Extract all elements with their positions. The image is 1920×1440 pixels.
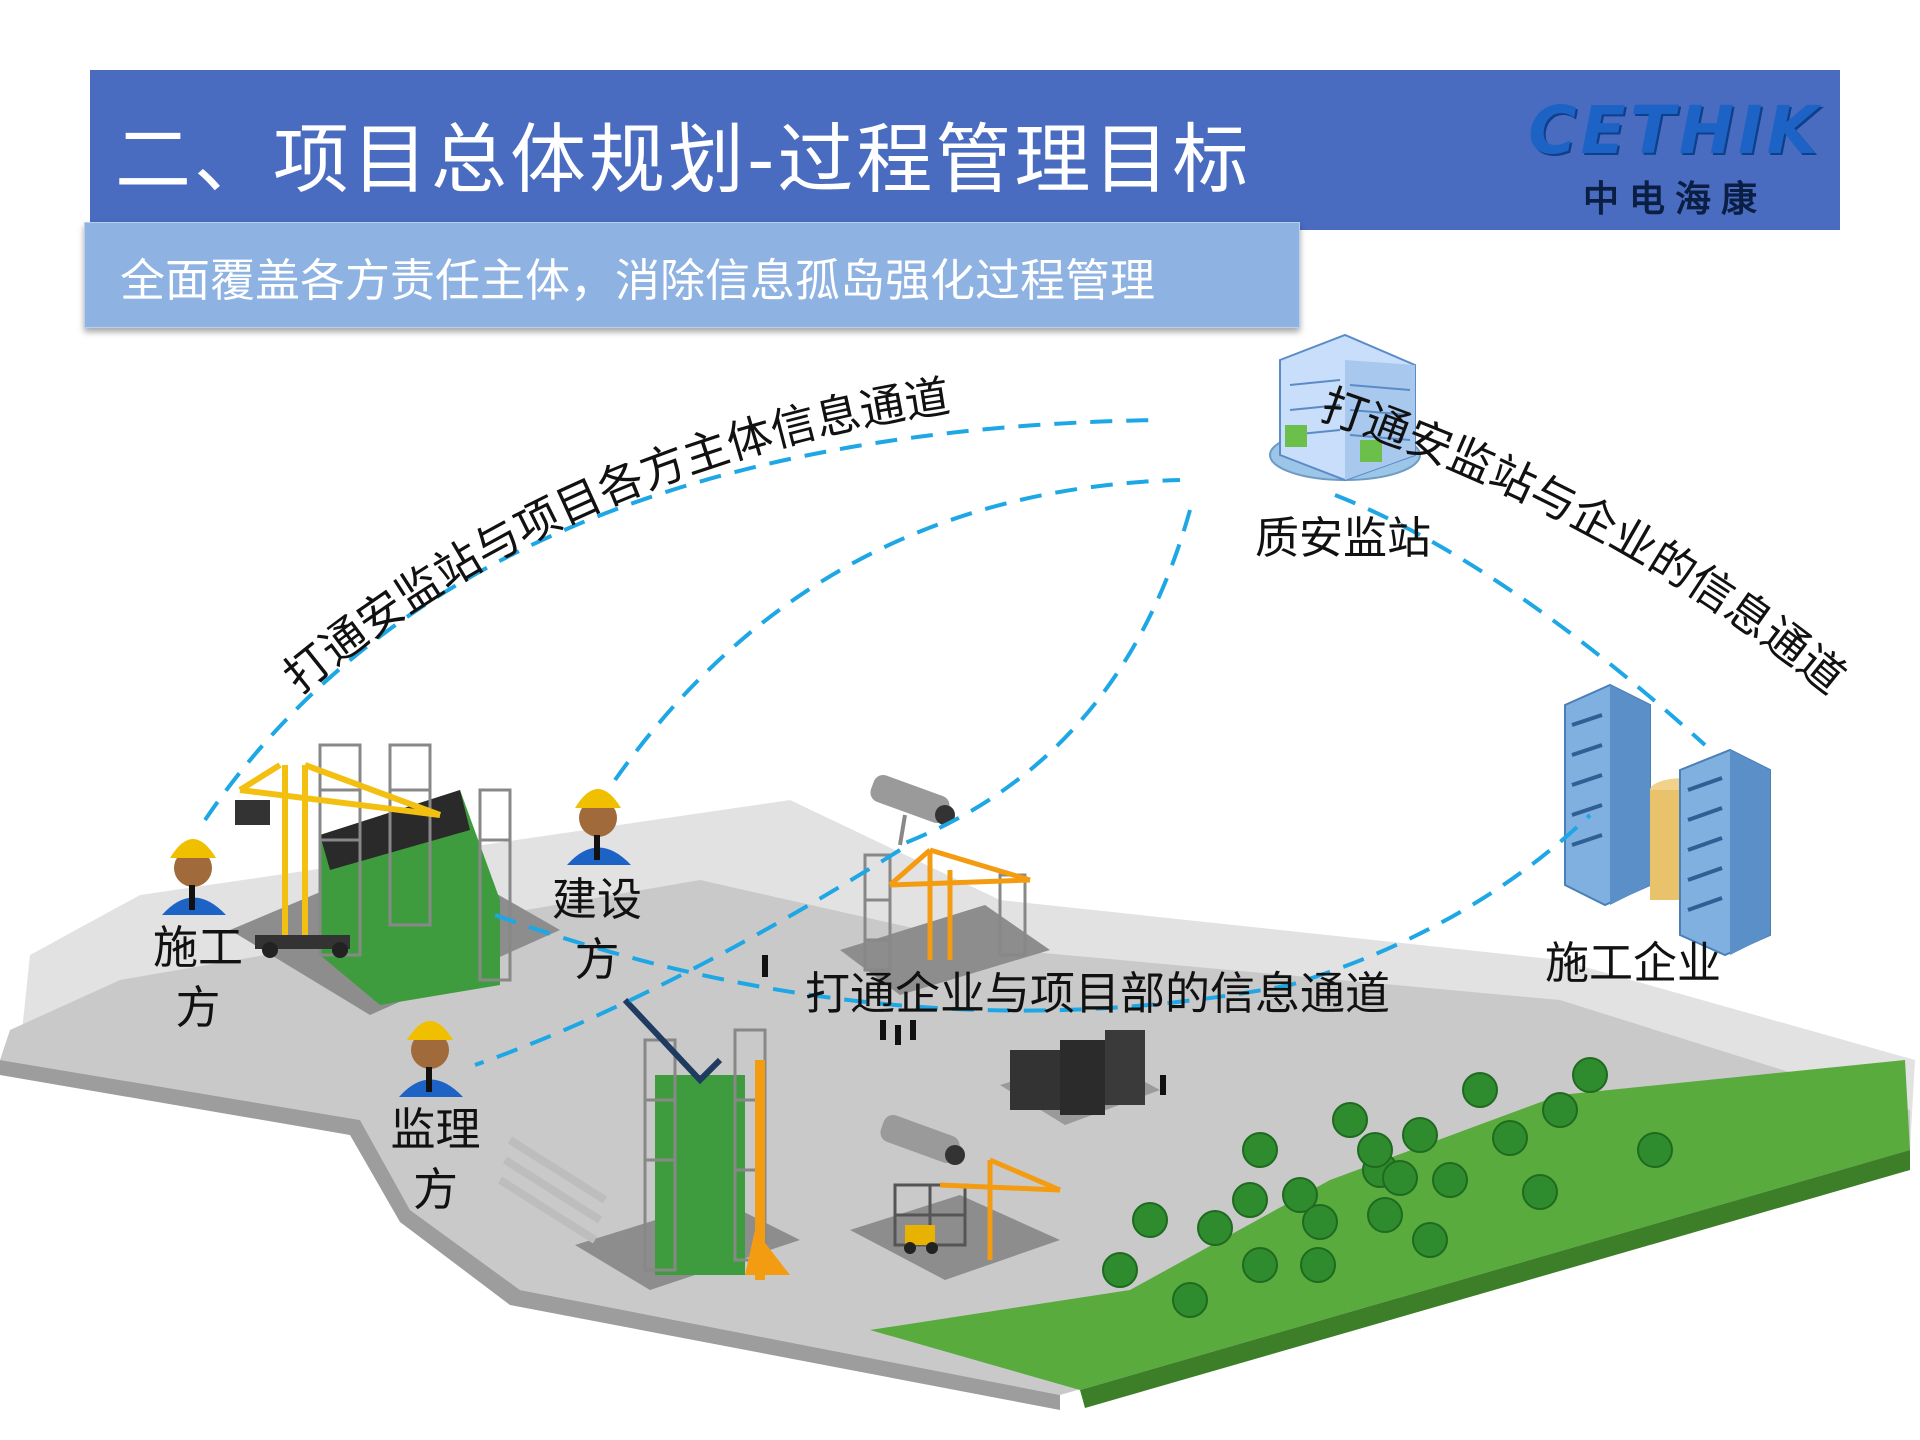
label-builder: 施工方 (153, 921, 244, 1034)
person-icon-builder (162, 839, 226, 915)
construction-site-dark (1000, 1030, 1160, 1125)
channel-label-enterprise-project: 打通企业与项目部的信息通道 (805, 967, 1391, 1020)
enterprise-server-icon (1564, 683, 1771, 957)
logo-chinese-name: 中电海康 (1582, 179, 1767, 220)
subtitle-box (84, 222, 1300, 328)
construction-site-lower (575, 997, 800, 1290)
person-icon-owner (567, 789, 631, 865)
logo-brand: CETHIK (1528, 92, 1822, 169)
channel-label-station-parties: 打通安监站与项目各方主体信息通道 (274, 370, 954, 704)
construction-site-left (230, 743, 560, 1015)
cctv-camera-bottom (880, 1114, 965, 1165)
page-title: 二、项目总体规划-过程管理目标 (115, 115, 1252, 204)
construction-site-right-lower (850, 1157, 1061, 1280)
title-bar (90, 70, 1840, 230)
construction-site-center (840, 847, 1050, 995)
cctv-camera-top (870, 774, 955, 846)
person-icon-supervisor (399, 1021, 463, 1097)
trees (1102, 1057, 1673, 1318)
label-construction-company: 施工企业 (1545, 938, 1721, 989)
label-owner: 建设方 (552, 873, 643, 986)
subtitle: 全面覆盖各方责任主体，消除信息孤岛强化过程管理 (120, 254, 1156, 307)
company-logo: CETHIK 中电海康 (1520, 92, 1830, 220)
small-workers (762, 955, 1166, 1095)
label-quality-station: 质安监站 (1255, 513, 1431, 564)
steel-pipes (497, 1136, 608, 1244)
information-channel-lines (203, 418, 1707, 1067)
label-supervisor: 监理方 (390, 1103, 481, 1216)
station-building-icon (1269, 333, 1421, 482)
